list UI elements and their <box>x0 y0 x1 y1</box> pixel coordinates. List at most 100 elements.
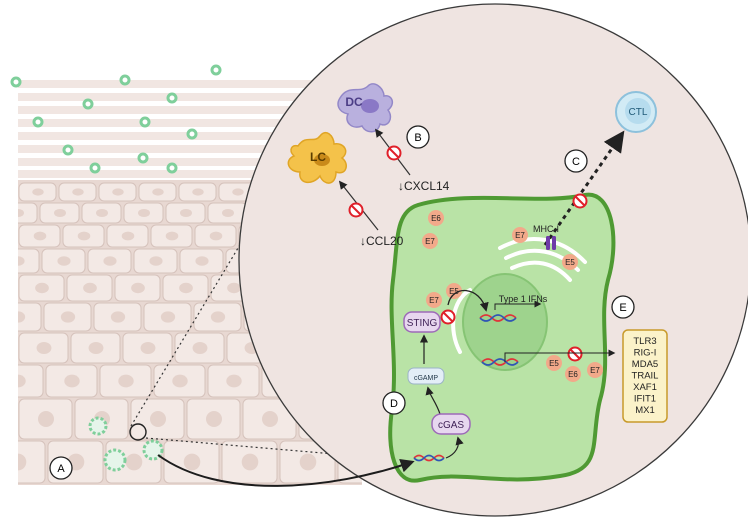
keratinocyte-nucleus <box>299 453 317 471</box>
keratinocyte-nucleus <box>118 374 134 388</box>
keratinocyte-nucleus <box>72 188 84 196</box>
keratinocyte-nucleus <box>149 256 163 266</box>
inhibit-isg <box>567 346 583 362</box>
keratinocyte-nucleus <box>152 188 164 196</box>
inhibit-mhc <box>572 193 588 209</box>
cgas-to-cgamp-arrow <box>425 386 441 415</box>
keratinocyte-nucleus <box>226 374 242 388</box>
oncoprotein-e5-mhc: E5 <box>562 254 578 270</box>
oncoprotein-e7-sting: E7 <box>426 292 442 308</box>
keratinocyte-nucleus <box>54 209 66 217</box>
svg-text:E7: E7 <box>515 231 525 240</box>
keratinocyte-nucleus <box>103 256 117 266</box>
cgamp-box: cGAMP <box>407 367 445 385</box>
inhibit-sting <box>440 309 456 325</box>
keratinocyte-nucleus <box>165 231 179 241</box>
keratinocyte <box>18 302 42 332</box>
keratinocyte-nucleus <box>32 188 44 196</box>
keratinocyte-nucleus <box>131 282 145 294</box>
keratinocyte-nucleus <box>57 256 71 266</box>
keratinocyte-nucleus <box>172 374 188 388</box>
dc-label: DC <box>345 95 363 109</box>
dna-helix-nucleus-bottom <box>481 358 519 366</box>
keratinocyte-nucleus <box>38 411 54 427</box>
keratinocyte <box>18 440 46 484</box>
keratinocyte-nucleus <box>18 453 27 471</box>
keratinocyte <box>18 364 44 398</box>
marker-e: E <box>611 295 635 319</box>
keratinocyte-nucleus <box>33 231 47 241</box>
keratinocyte-nucleus <box>18 311 26 323</box>
oncoprotein-e6-top: E6 <box>428 210 444 226</box>
keratinocyte-nucleus <box>206 411 222 427</box>
svg-text:E5: E5 <box>549 359 559 368</box>
isg-gene: XAF1 <box>633 382 657 393</box>
dendritic-cell: DC <box>337 83 394 133</box>
keratinocyte <box>18 248 40 274</box>
oncoproteins: E6 E7 E7 E5 E7 E5 E5 E6 E7 <box>422 210 603 382</box>
sting-to-nucleus-arrow <box>447 289 489 312</box>
svg-text:E6: E6 <box>431 214 441 223</box>
arrow-to-ctl <box>543 130 625 246</box>
keratinocyte-nucleus <box>232 188 244 196</box>
isg-arrow <box>504 349 616 362</box>
ifn-arrow <box>494 300 542 310</box>
keratinocyte-nucleus <box>150 411 166 427</box>
keratinocyte-nucleus <box>138 209 150 217</box>
keratinocyte-nucleus <box>179 282 193 294</box>
hpv-virions <box>10 64 222 174</box>
ccl20-label: ↓CCL20 <box>360 234 404 248</box>
cgas-box: cGAS <box>431 413 471 435</box>
keratinocyte-nucleus <box>77 231 91 241</box>
isg-gene: MX1 <box>635 405 655 416</box>
svg-text:E7: E7 <box>429 296 439 305</box>
oncoprotein-e7-top: E7 <box>422 233 438 249</box>
oncoprotein-e7-isg: E7 <box>587 362 603 378</box>
oncoprotein-e5-isg: E5 <box>546 355 562 371</box>
svg-text:E6: E6 <box>568 370 578 379</box>
marker-b: B <box>406 125 430 149</box>
cgas-label: cGAS <box>438 420 464 431</box>
zoom-source-circle <box>129 423 147 441</box>
keratinocyte-nucleus <box>60 311 76 323</box>
section-markers: A B C D E <box>49 125 635 480</box>
keratinocyte-nucleus <box>195 256 209 266</box>
keratinocyte-nucleus <box>209 231 223 241</box>
keratinocyte-nucleus <box>36 342 52 354</box>
svg-text:E7: E7 <box>590 366 600 375</box>
dna-to-cgas-arrow <box>445 436 464 459</box>
svg-text:D: D <box>390 398 398 410</box>
svg-text:A: A <box>57 463 65 475</box>
svg-text:B: B <box>414 132 421 144</box>
keratinocyte-nucleus <box>140 342 156 354</box>
keratinocyte-nucleus <box>210 311 226 323</box>
keratinocyte-nucleus <box>18 256 25 266</box>
cytotoxic-t-lymphocyte: CTL <box>615 91 657 133</box>
dna-helix-cytoplasm <box>413 454 445 462</box>
sting-label: STING <box>407 318 438 329</box>
keratinocyte-nucleus <box>96 209 108 217</box>
keratinocyte-nucleus <box>64 374 80 388</box>
keratinocyte-nucleus <box>192 342 208 354</box>
isg-gene: IFIT1 <box>634 394 656 405</box>
inhibit-symbols <box>348 145 588 362</box>
keratinocyte-nucleus <box>192 188 204 196</box>
keratinocyte-nucleus <box>18 209 24 217</box>
keratinocyte-nucleus <box>241 453 259 471</box>
isg-gene: TLR3 <box>633 336 656 347</box>
keratinocyte-nucleus <box>110 311 126 323</box>
svg-text:C: C <box>572 156 580 168</box>
keratinocyte-nucleus <box>121 231 135 241</box>
keratinocyte-nucleus <box>262 411 278 427</box>
oncoprotein-e7-mhc: E7 <box>512 227 528 243</box>
inhibit-ccl20 <box>348 202 364 218</box>
keratinocyte-nucleus <box>222 209 234 217</box>
oncoprotein-e6-isg: E6 <box>565 366 581 382</box>
isg-gene: MDA5 <box>632 359 658 370</box>
keratinocyte-nucleus <box>88 342 104 354</box>
keratinocyte-nucleus <box>183 453 201 471</box>
langerhans-cell: LC <box>287 132 347 184</box>
mhc-i-molecule: MHC-I <box>533 224 559 250</box>
